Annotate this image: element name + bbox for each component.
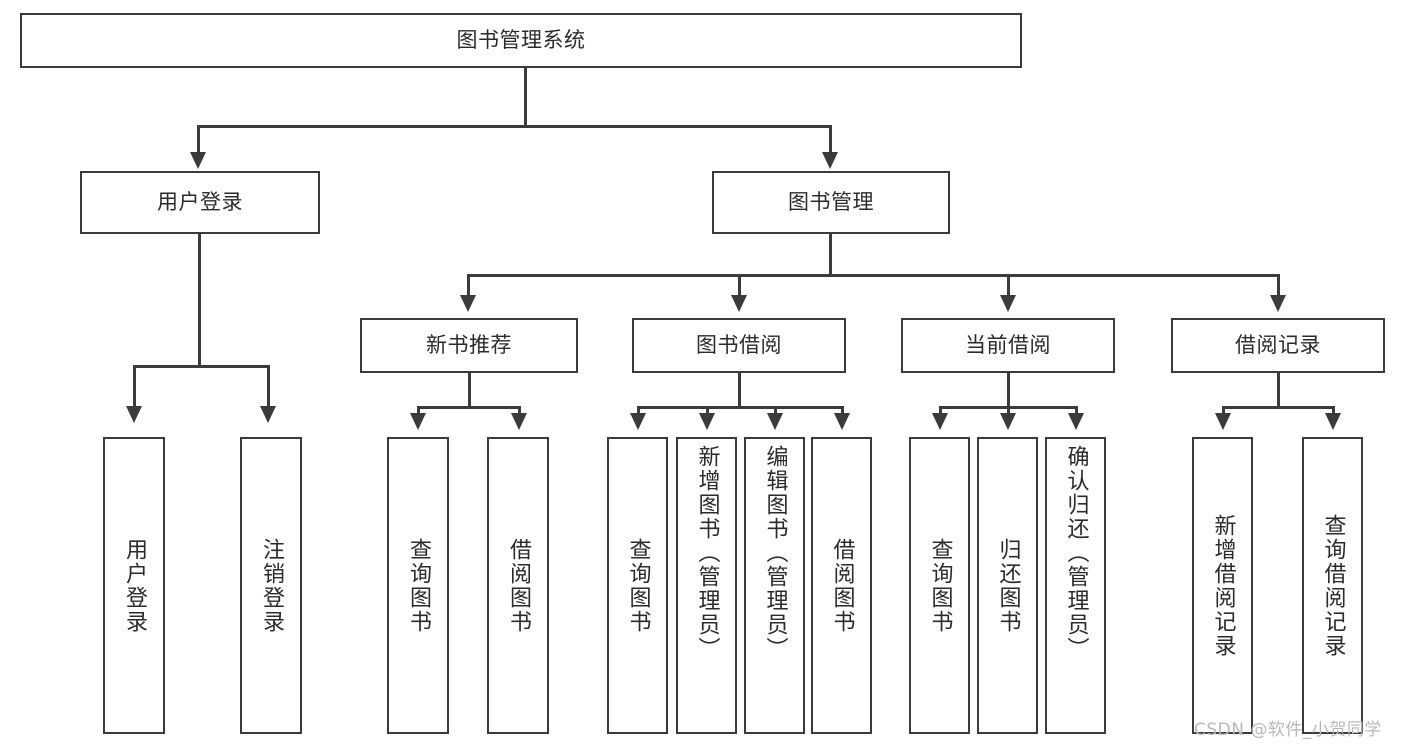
node-current-borrow[interactable]: 当前借阅 (901, 318, 1115, 373)
arrow-to-bb-leaf-3 (767, 413, 783, 430)
leaf-br-add-borrow-record[interactable]: 新增借阅记录 (1192, 437, 1253, 734)
leaf-logout[interactable]: 注销登录 (240, 437, 302, 734)
node-label: 归还图书 (995, 537, 1021, 634)
leaf-bb-edit-book-admin[interactable]: 编辑图书（管理员） (744, 437, 805, 734)
node-label: 查询图书 (406, 537, 431, 634)
connector-drop-bb-leaf-1 (637, 406, 640, 416)
leaf-nbr-borrow-books[interactable]: 借阅图书 (487, 437, 549, 734)
connector-drop-nbr-leaf-1 (417, 406, 420, 416)
leaf-br-query-borrow-record[interactable]: 查询借阅记录 (1302, 437, 1363, 734)
connector-drop-cb-leaf-3 (1075, 406, 1078, 416)
node-new-book-recommend[interactable]: 新书推荐 (360, 318, 578, 373)
node-root-library-management-system[interactable]: 图书管理系统 (20, 13, 1022, 68)
connector-root-stem (524, 68, 527, 125)
connector-drop-cb-leaf-1 (939, 406, 942, 416)
connector-drop-br-leaf-1 (1222, 406, 1225, 416)
node-label: 借阅图书 (506, 537, 531, 634)
connector-book-borrow-stem (738, 373, 741, 408)
connector-drop-leaf-user-login (133, 365, 136, 409)
connector-drop-bb-leaf-4 (841, 406, 844, 416)
leaf-bb-borrow-books[interactable]: 借阅图书 (811, 437, 872, 734)
arrow-to-cb-leaf-1 (932, 413, 948, 430)
node-label: 查询借阅记录 (1320, 513, 1346, 658)
connector-user-login-bus (133, 365, 270, 368)
connector-new-book-recommend-bus (417, 406, 521, 409)
arrow-to-br-leaf-1 (1215, 413, 1231, 430)
leaf-cb-query-books[interactable]: 查询图书 (909, 437, 970, 734)
connector-root-bus (197, 125, 830, 128)
node-label: 借阅记录 (1235, 333, 1321, 358)
connector-drop-br-leaf-2 (1332, 406, 1335, 416)
connector-borrow-record-stem (1277, 373, 1280, 408)
arrow-to-borrow-record (1270, 295, 1286, 312)
arrow-to-leaf-logout (260, 406, 276, 423)
node-label: 图书借阅 (696, 333, 782, 358)
connector-drop-book-borrow (738, 274, 741, 298)
connector-user-login-stem (198, 234, 201, 367)
connector-drop-book-management (829, 125, 832, 155)
connector-new-book-recommend-stem (468, 373, 471, 408)
node-label: 新增借阅记录 (1210, 513, 1236, 658)
node-book-management[interactable]: 图书管理 (712, 171, 950, 234)
node-label: 编辑图书（管理员） (762, 445, 788, 661)
leaf-bb-query-books[interactable]: 查询图书 (607, 437, 668, 734)
leaf-user-login[interactable]: 用户登录 (103, 437, 165, 734)
leaf-nbr-query-books[interactable]: 查询图书 (387, 437, 449, 734)
connector-book-management-stem (829, 234, 832, 276)
node-label: 用户登录 (157, 190, 243, 215)
connector-drop-new-book-recommend (467, 274, 470, 298)
node-label: 查询图书 (927, 537, 953, 634)
node-borrow-record[interactable]: 借阅记录 (1171, 318, 1385, 373)
connector-drop-cb-leaf-2 (1007, 406, 1010, 416)
connector-borrow-record-bus (1222, 406, 1335, 409)
arrow-to-leaf-user-login (126, 406, 142, 423)
node-label: 新书推荐 (426, 333, 512, 358)
node-book-borrow[interactable]: 图书借阅 (632, 318, 846, 373)
leaf-cb-return-books[interactable]: 归还图书 (977, 437, 1038, 734)
node-user-login[interactable]: 用户登录 (80, 171, 320, 234)
connector-drop-nbr-leaf-2 (518, 406, 521, 416)
arrow-to-nbr-leaf-2 (511, 413, 527, 430)
connector-current-borrow-stem (1007, 373, 1010, 408)
arrow-to-bb-leaf-2 (699, 413, 715, 430)
csdn-watermark: CSDN @软件_小贺同学 (1194, 720, 1382, 740)
arrow-to-book-management (822, 152, 838, 169)
connector-book-management-bus (467, 274, 1280, 277)
connector-drop-borrow-record (1277, 274, 1280, 298)
node-label: 当前借阅 (965, 333, 1051, 358)
arrow-to-bb-leaf-1 (630, 413, 646, 430)
arrow-to-nbr-leaf-1 (410, 413, 426, 430)
connector-drop-current-borrow (1007, 274, 1010, 298)
arrow-to-user-login (190, 152, 206, 169)
arrow-to-book-borrow (731, 295, 747, 312)
arrow-to-bb-leaf-4 (834, 413, 850, 430)
connector-drop-bb-leaf-2 (706, 406, 709, 416)
connector-drop-bb-leaf-3 (774, 406, 777, 416)
node-label: 确认归还（管理员） (1063, 445, 1089, 661)
arrow-to-new-book-recommend (460, 295, 476, 312)
node-label: 注销登录 (259, 537, 284, 634)
node-label: 新增图书（管理员） (694, 445, 720, 661)
node-label: 图书管理系统 (456, 28, 586, 53)
connector-book-borrow-bus (637, 406, 843, 409)
arrow-to-cb-leaf-3 (1068, 413, 1084, 430)
leaf-bb-add-book-admin[interactable]: 新增图书（管理员） (676, 437, 737, 734)
connector-drop-leaf-logout (267, 365, 270, 409)
connector-drop-user-login (197, 125, 200, 155)
node-label: 查询图书 (625, 537, 651, 634)
arrow-to-current-borrow (1000, 295, 1016, 312)
leaf-cb-confirm-return-admin[interactable]: 确认归还（管理员） (1045, 437, 1106, 734)
node-label: 用户登录 (122, 537, 147, 634)
arrow-to-cb-leaf-2 (1000, 413, 1016, 430)
node-label: 借阅图书 (829, 537, 855, 634)
node-label: 图书管理 (788, 190, 874, 215)
arrow-to-br-leaf-2 (1325, 413, 1341, 430)
